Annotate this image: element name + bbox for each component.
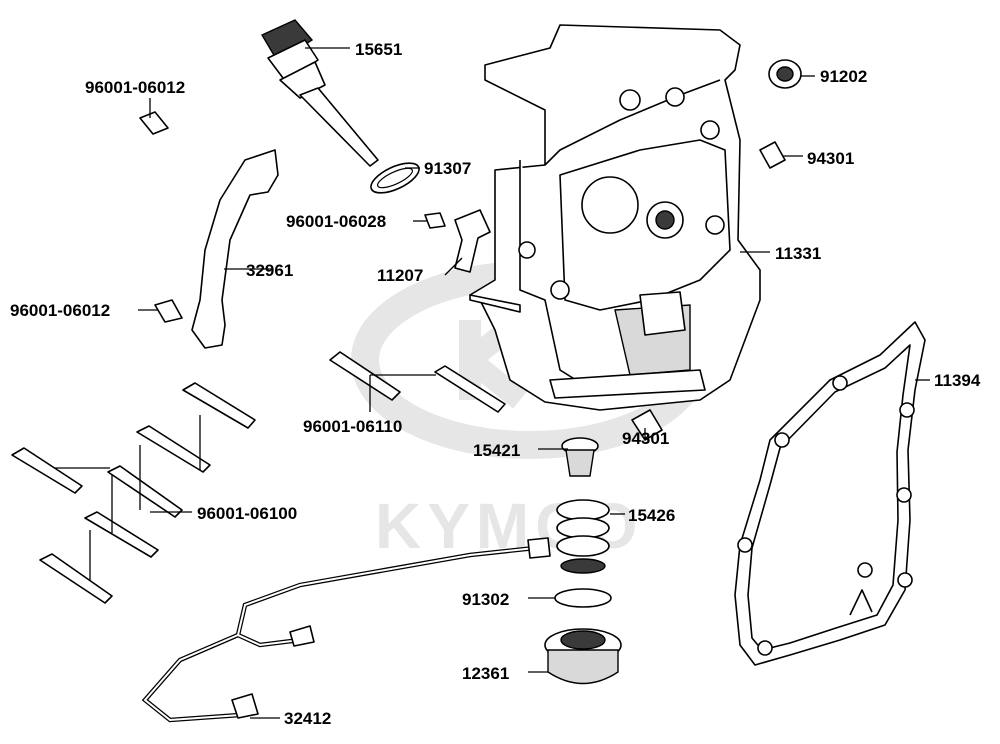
label-11394: 11394 [934, 371, 981, 390]
label-15651: 15651 [355, 40, 402, 59]
label-94301-top: 94301 [807, 149, 854, 168]
oil-strainer [561, 437, 599, 477]
label-94301-mid: 94301 [622, 429, 669, 448]
oring-91302 [554, 588, 612, 608]
clamp-11207 [454, 209, 491, 273]
label-11207: 11207 [377, 266, 423, 285]
label-96001-06100: 96001-06100 [197, 504, 297, 523]
bolt-96001-06028 [424, 212, 446, 229]
drain-plug [544, 628, 622, 685]
cover-gasket [734, 321, 926, 666]
label-91302: 91302 [462, 590, 509, 609]
label-15426: 15426 [628, 506, 675, 525]
label-12361: 12361 [462, 664, 509, 683]
dowel-pin-top [759, 141, 786, 169]
label-96001-06012-left: 96001-06012 [10, 301, 110, 320]
bolt-96001-06012-left [154, 299, 183, 323]
label-32412: 32412 [284, 709, 331, 728]
oil-dipstick [261, 19, 379, 167]
leader-lines [55, 47, 930, 719]
label-15421: 15421 [473, 441, 520, 460]
label-32961: 32961 [246, 261, 293, 280]
label-91307: 91307 [424, 159, 471, 178]
label-96001-06012-top: 96001-06012 [85, 78, 185, 97]
label-11331: 11331 [775, 244, 821, 263]
long-bolts [11, 351, 506, 604]
label-96001-06028: 96001-06028 [286, 212, 386, 231]
oring-91307 [370, 162, 420, 194]
dowel-pin-mid [631, 409, 663, 441]
wire-harness [141, 537, 551, 723]
bolt-96001-06012-top [139, 111, 169, 135]
spring-15426 [556, 499, 610, 574]
crankcase-cover [469, 24, 761, 411]
label-91202: 91202 [820, 67, 867, 86]
bracket-32961 [191, 149, 279, 349]
label-96001-06110: 96001-06110 [303, 417, 402, 436]
oil-seal-91202 [768, 59, 802, 89]
